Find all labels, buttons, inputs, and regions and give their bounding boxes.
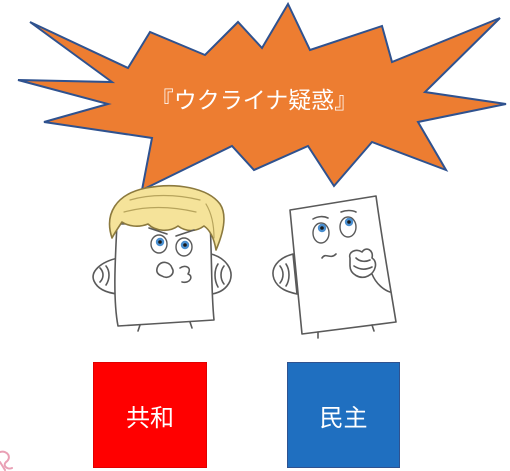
left-character-feet <box>137 321 193 332</box>
left-character-left-fingers <box>99 265 110 286</box>
republican-party-label: 共和 <box>126 403 174 432</box>
right-character-eyebrows <box>312 209 357 220</box>
left-character-eyebrows <box>148 227 195 237</box>
left-character-hair <box>108 184 225 251</box>
democratic-party-label: 民主 <box>319 403 368 432</box>
left-character-right-eye <box>175 237 193 257</box>
right-character-mouth <box>321 253 337 259</box>
left-character-hair-strands <box>123 194 215 239</box>
right-character-body <box>289 195 397 335</box>
right-character-hand-fingers <box>353 257 373 270</box>
democratic-party-box: 民主 <box>287 362 400 468</box>
left-character-left-eye <box>150 234 168 254</box>
right-character-right-eye <box>339 216 357 238</box>
right-character-left-fingers <box>279 263 290 287</box>
left-character-mouth <box>156 261 174 279</box>
burst-title-label: 『ウクライナ疑惑』 <box>150 88 358 114</box>
right-character-left-eye <box>312 222 330 244</box>
explosion-burst-shape <box>17 1 507 192</box>
right-character-feet <box>317 324 375 339</box>
decorative-pink-swirl <box>0 450 13 471</box>
republican-party-box: 共和 <box>93 362 207 468</box>
right-character-right-arm <box>371 273 391 293</box>
right-character-left-arm <box>272 253 298 295</box>
left-character-right-fingers <box>214 263 225 288</box>
blond-paper-character-icon <box>92 184 232 332</box>
left-character-cheek <box>179 265 192 284</box>
left-character-left-arm <box>92 257 119 295</box>
thinking-paper-character-icon <box>272 195 397 339</box>
right-character-hand <box>348 248 377 279</box>
